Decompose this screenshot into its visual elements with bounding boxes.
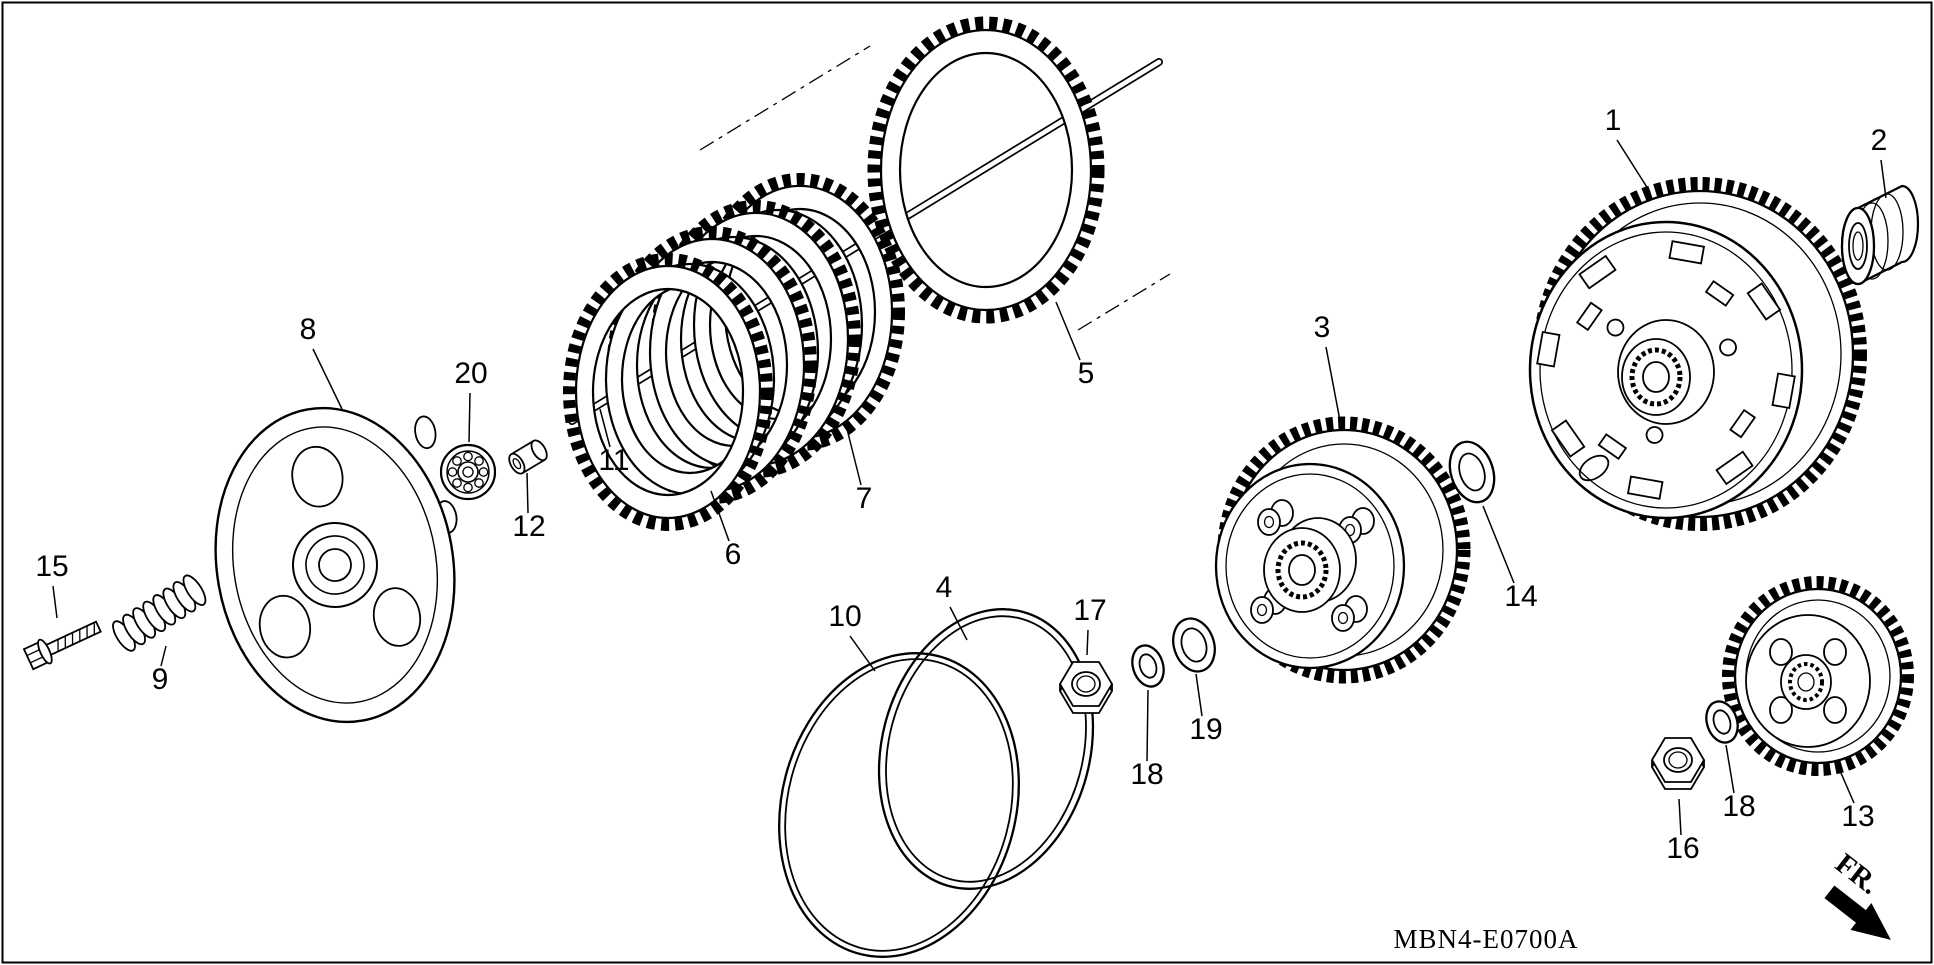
part-20-bearing: [439, 443, 497, 501]
callout-18-a[interactable]: 18: [1130, 758, 1163, 791]
callout-3[interactable]: 3: [1314, 311, 1331, 344]
part-3-clutch-center: [1214, 416, 1471, 684]
part-18-washer-a: [1131, 644, 1165, 688]
callout-12[interactable]: 12: [512, 510, 545, 543]
part-18-washer-b: [1705, 700, 1739, 744]
diagram-code: MBN4-E0700A: [1394, 924, 1579, 954]
callout-9[interactable]: 9: [152, 663, 169, 696]
callout-15[interactable]: 15: [35, 550, 68, 583]
part-19-washer: [1172, 617, 1216, 673]
part-8-pressure-plate: [214, 406, 458, 724]
callout-17[interactable]: 17: [1073, 594, 1106, 627]
part-6-friction-disc-teeth: [563, 253, 773, 531]
callout-18-b[interactable]: 18: [1722, 790, 1755, 823]
callout-6[interactable]: 6: [725, 538, 742, 571]
part-1-clutch-outer: [1528, 177, 1867, 531]
callout-11[interactable]: 11: [598, 444, 629, 477]
callout-1[interactable]: 1: [1605, 104, 1622, 137]
part-13-gear-teeth: [1722, 576, 1914, 776]
callout-13[interactable]: 13: [1841, 800, 1874, 833]
part-16-nut: [1650, 737, 1706, 790]
callout-7[interactable]: 7: [856, 482, 873, 515]
phantom-lines: [699, 45, 1171, 331]
part-5-friction-disc-teeth: [867, 16, 1105, 324]
callout-8[interactable]: 8: [300, 313, 317, 346]
part-14-washer: [1448, 440, 1496, 504]
callout-4[interactable]: 4: [936, 571, 953, 604]
part-3-post: [1331, 595, 1368, 632]
clutch-disc-stack: [563, 173, 905, 531]
part-15-bolt: [22, 620, 102, 671]
callout-16[interactable]: 16: [1666, 832, 1699, 865]
front-direction-arrow-icon: [1824, 885, 1891, 940]
callout-10[interactable]: 10: [828, 600, 861, 633]
part-17-lock-nut: [1058, 661, 1114, 714]
part-5-friction-disc: [867, 16, 1105, 324]
part-4-ring: [877, 608, 1095, 890]
part-6-friction-disc: [574, 264, 762, 520]
callout-2[interactable]: 2: [1871, 124, 1888, 157]
part-3-post: [1257, 499, 1294, 536]
part-12-pin: [508, 439, 548, 475]
callout-20[interactable]: 20: [454, 357, 487, 390]
part-13-gear: [1722, 576, 1914, 776]
callouts: 1 2 3 4 5 6 7 8 9 10 11 12 13 14 15 16 1…: [35, 104, 1887, 865]
front-direction-indicator: FR.: [1824, 847, 1891, 940]
callout-leaders: [52, 139, 1887, 836]
part-10-ring: [778, 652, 1020, 958]
part-2-bushing: [1840, 184, 1920, 286]
callout-14[interactable]: 14: [1504, 580, 1537, 613]
part-9-clutch-spring: [112, 574, 207, 652]
callout-5[interactable]: 5: [1078, 357, 1095, 390]
callout-19[interactable]: 19: [1189, 713, 1222, 746]
